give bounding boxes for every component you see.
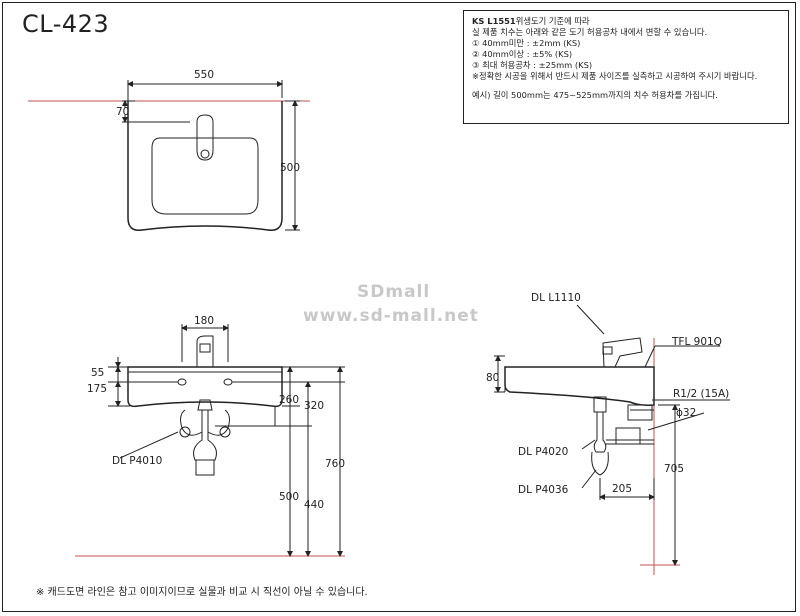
note-line-1: KS L1551위생도기 기준에 따라 [472,16,780,27]
dim-55-label: 55 [91,367,105,379]
faucet-side-icon [602,337,643,368]
footer-note: ※ 캐드도면 라인은 참고 이미지이므로 실물과 비교 시 직선이 아닐 수 있… [36,587,368,598]
dim-width-label: 550 [194,69,215,81]
dim-tap-offset-label: 70 [116,106,130,118]
pipe-label: R1/2 (15A) [673,388,730,400]
dim-80-label: 80 [486,372,500,384]
note-line-5: ③ 최대 허용공차 : ±25mm (KS) [472,60,593,70]
note-standard: KS L1551 [472,16,516,26]
note-line-7: 예시) 길이 500mm는 475~525mm까지의 치수 허용차를 가집니다. [472,90,718,100]
dim-tap-spacing-label: 180 [194,315,215,327]
dim-440-label: 440 [304,499,325,511]
dim-175-label: 175 [87,383,108,395]
watermark-url: www.sd-mall.net [303,306,479,326]
top-view [28,80,310,231]
tolerance-notes: KS L1551위생도기 기준에 따라 실 제품 치수는 아래와 같은 도기 허… [463,10,789,124]
basin-outline [127,101,283,231]
dim-205-label: 205 [612,483,633,495]
dim-depth-label: 500 [280,162,301,174]
trap-label: DL P4010 [112,455,163,467]
fitting-label: TFL 901Q [672,336,722,348]
watermark-brand: SDmall [357,282,431,302]
bowl-outline [151,137,259,215]
note-line-2: 실 제품 치수는 아래와 같은 도기 허용공차 내에서 변할 수 있습니다. [472,27,708,37]
dim-705-label: 705 [664,463,685,475]
side-view [494,304,730,575]
dim-500-label: 500 [279,491,300,503]
dim-320-label: 320 [304,400,325,412]
drain-label-1: DL P4020 [518,446,569,458]
faucet-top-icon [196,114,214,161]
front-view [75,324,345,557]
dim-260-label: 260 [279,394,300,406]
note-line-4: ② 40mm이상 : ±5% (KS) [472,49,573,59]
basin-side-outline [504,366,655,406]
note-line-6: ※정확한 시공을 위해서 반드시 제품 사이즈를 실측하고 시공하여 주시기 바… [472,71,758,81]
faucet-label: DL L1110 [531,292,581,304]
dim-760-label: 760 [325,458,346,470]
note-line-1-text: 위생도기 기준에 따라 [515,16,590,26]
model-title: CL-423 [22,10,110,38]
faucet-front-icon [196,335,214,367]
diameter-label: ϕ32 [676,407,697,419]
note-line-3: ① 40mm미만 : ±2mm (KS) [472,38,581,48]
drain-label-2: DL P4036 [518,484,569,496]
